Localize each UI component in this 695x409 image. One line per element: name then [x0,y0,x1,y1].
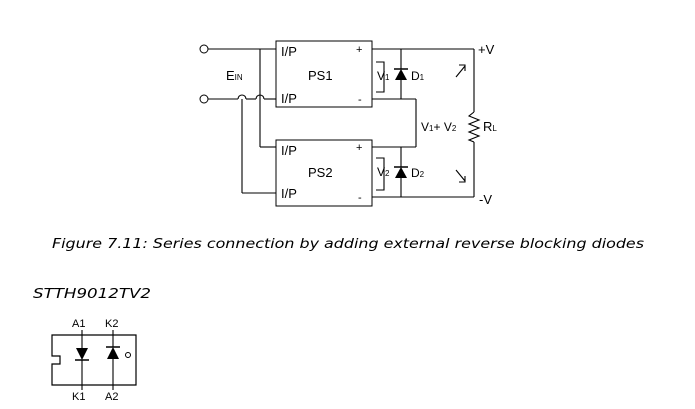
ps2-minus-label: - [358,192,362,204]
ps1-name: PS1 [308,68,333,83]
v1-label: V1 [377,69,390,83]
ps1-block: I/P I/P PS1 + - [275,40,373,108]
input-terminal-top [199,44,209,54]
v2-label: V2 [377,165,390,179]
diode-d2-symbol [394,166,408,178]
ein-label: EIN [226,68,243,83]
negative-output-label: -V [479,192,492,207]
pin-k2-label: K2 [105,318,118,330]
ps2-block: I/P I/P PS2 + - [275,139,373,207]
figure-caption: Figure 7.11: Series connection by adding… [52,237,644,252]
ps1-plus-label: + [356,44,362,56]
ps2-name: PS2 [308,165,333,180]
diode-d1-symbol [394,68,408,80]
input-terminal-bottom [199,94,209,104]
ps2-plus-label: + [356,142,362,154]
rl-label: RL [483,119,497,134]
ps1-ip-top-label: I/P [281,44,297,59]
d2-label: D2 [411,166,425,180]
pin-k1-label: K1 [72,391,85,403]
pin-a1-label: A1 [72,318,85,330]
ps1-minus-label: - [358,94,362,106]
sum-voltage-label: V1+ V2 [421,120,457,134]
positive-output-label: +V [478,42,495,57]
package-diagram [51,330,137,390]
ps2-ip-top-label: I/P [281,143,297,158]
ps1-ip-bottom-label: I/P [281,91,297,106]
pin-a2-label: A2 [105,391,118,403]
part-number: STTH9012TV2 [33,287,151,302]
circuit-wires [208,48,481,198]
d1-label: D1 [411,69,425,83]
ps2-ip-bottom-label: I/P [281,186,297,201]
